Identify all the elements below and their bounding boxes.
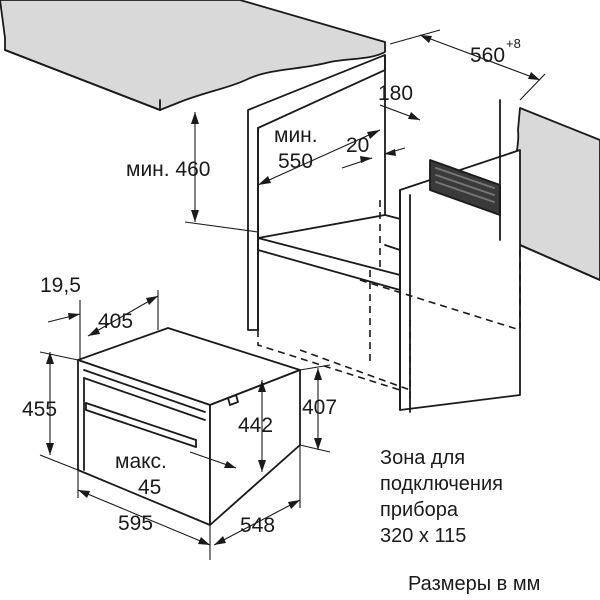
dimension-560: 560 +8 xyxy=(389,29,546,101)
dimension-560-label: 560 xyxy=(470,44,505,67)
dimension-550: мин. 550 xyxy=(257,124,381,186)
dimension-407-label: 407 xyxy=(302,396,337,419)
dimension-19-5-label: 19,5 xyxy=(40,274,81,297)
dimension-max-45: макс. 45 xyxy=(115,450,237,499)
cabinet-niche xyxy=(247,54,521,413)
dimension-180-label: 180 xyxy=(378,82,413,105)
countertop-left xyxy=(0,0,386,111)
dimension-max-label: 45 xyxy=(138,476,161,499)
dimension-550-label: 550 xyxy=(278,150,313,173)
dimension-405: 405 xyxy=(87,290,159,337)
appliance xyxy=(77,327,301,526)
dimension-442: 442 xyxy=(238,380,273,472)
dimension-548-label: 548 xyxy=(240,514,275,537)
connection-zone-note: Зона для подключения прибора 320 x 115 xyxy=(380,447,503,547)
dimension-460-label: мин. 460 xyxy=(126,158,210,181)
dimension-405-label: 405 xyxy=(98,310,133,333)
dimension-455-label: 455 xyxy=(22,398,57,421)
connection-zone-line-3: прибора xyxy=(380,499,459,521)
dimension-455: 455 xyxy=(22,351,79,471)
countertop-right xyxy=(512,107,600,281)
connection-zone-line-4: 320 x 115 xyxy=(380,525,466,547)
dimension-407: 407 xyxy=(299,364,337,453)
dimension-180: 180 xyxy=(378,82,421,121)
dimension-19-5: 19,5 xyxy=(40,274,81,360)
dimension-442-label: 442 xyxy=(238,414,273,437)
units-note: Размеры в мм xyxy=(408,573,540,595)
dimension-550-prefix: мин. xyxy=(274,124,318,147)
dimension-460: мин. 460 xyxy=(126,112,259,233)
dimension-595: 595 xyxy=(77,470,211,560)
connection-zone-line-1: Зона для xyxy=(380,447,465,469)
dimension-20: 20 xyxy=(341,134,406,169)
connection-zone-line-2: подключения xyxy=(380,473,503,495)
dimension-548: 548 xyxy=(213,445,301,546)
dimension-max-prefix: макс. xyxy=(115,450,167,473)
dimension-20-label: 20 xyxy=(346,134,369,157)
dimension-560-tolerance: +8 xyxy=(506,36,521,51)
dimension-595-label: 595 xyxy=(118,512,153,535)
